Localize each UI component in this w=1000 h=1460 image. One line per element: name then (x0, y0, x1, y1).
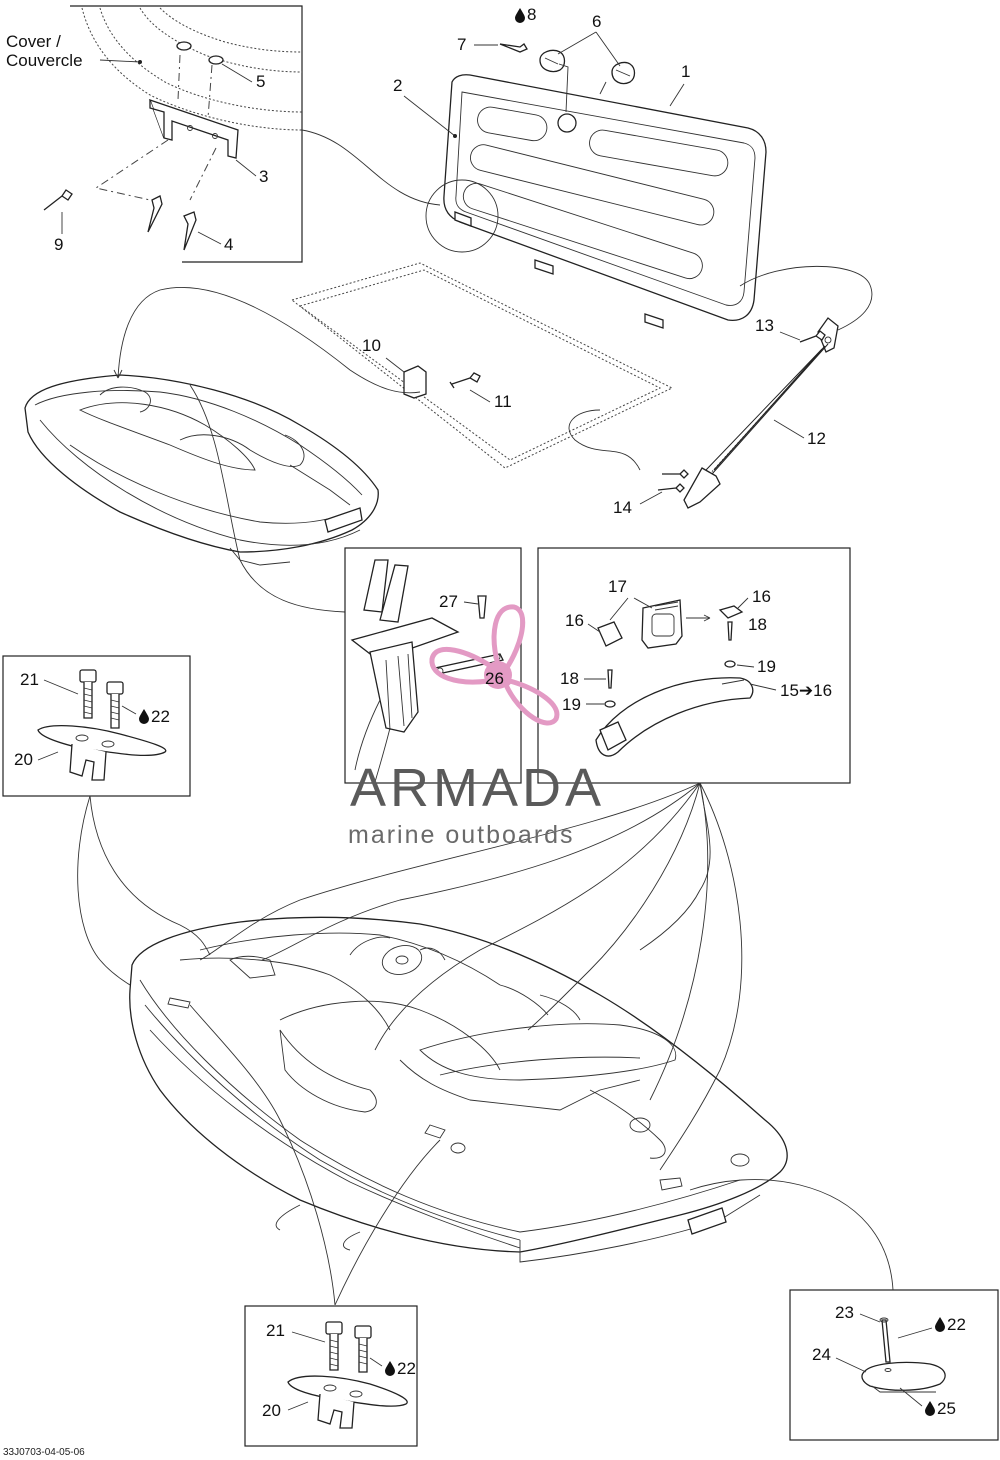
armada-logo-mark (429, 604, 560, 726)
label-part-12: 12 (807, 429, 826, 448)
lid-assembly (425, 74, 767, 329)
label-part-22c: 22 (947, 1315, 966, 1334)
label-part-7: 7 (457, 35, 466, 54)
knob-parts (499, 43, 636, 113)
label-part-20a: 20 (14, 750, 33, 769)
drawing-code: 33J0703-04-05-06 (3, 1447, 85, 1458)
oil-drop-icon (385, 1361, 395, 1376)
leader-lid-to-boat (117, 287, 421, 394)
label-part-1: 1 (681, 62, 690, 81)
latch-parts (403, 365, 481, 399)
label-part-13: 13 (755, 316, 774, 335)
deck-opening-outline (290, 262, 674, 469)
label-part-15: 15➔16 (780, 681, 832, 700)
label-part-25: 25 (937, 1399, 956, 1418)
label-part-23: 23 (835, 1303, 854, 1322)
part-number-labels: Cover / Couvercle 1 2 3 4 5 6 7 8 9 10 1… (6, 5, 966, 1420)
label-part-27: 27 (439, 592, 458, 611)
label-part-2: 2 (393, 76, 402, 95)
label-part-26: 26 (485, 669, 504, 688)
label-part-21b: 21 (266, 1321, 285, 1340)
label-part-4: 4 (224, 235, 233, 254)
oil-drop-icon (139, 709, 149, 724)
leader-inset-to-lid (301, 129, 441, 206)
label-part-19b: 19 (562, 695, 581, 714)
label-part-22a: 22 (151, 707, 170, 726)
deck-arrow (568, 409, 641, 471)
cleat-inset-upper (2, 655, 191, 797)
label-part-6: 6 (592, 12, 601, 31)
handle-inset (537, 547, 851, 784)
label-part-21a: 21 (20, 670, 39, 689)
oil-drop-icon (935, 1317, 945, 1332)
label-part-24: 24 (812, 1345, 831, 1364)
pad-inset (789, 1289, 999, 1441)
label-part-18a: 18 (748, 615, 767, 634)
label-couvercle: Couvercle (6, 51, 83, 70)
label-part-16a: 16 (752, 587, 771, 606)
label-part-19a: 19 (757, 657, 776, 676)
watermark-tagline: marine outboards (348, 821, 575, 849)
label-part-8: 8 (527, 5, 536, 24)
label-part-11: 11 (494, 392, 512, 411)
label-cover: Cover / (6, 32, 61, 51)
watermark-brand: ARMADA (350, 758, 605, 818)
label-part-22b: 22 (397, 1359, 416, 1378)
throttle-inset (344, 547, 522, 784)
oil-drop-icon (515, 8, 525, 23)
large-boat-view (129, 916, 788, 1263)
leader-lines (77, 782, 894, 1306)
label-part-20b: 20 (262, 1401, 281, 1420)
cleat-inset-lower (244, 1305, 418, 1447)
watermark: ARMADA marine outboards (348, 758, 605, 849)
small-boat-view (24, 374, 379, 566)
label-part-10: 10 (362, 336, 381, 355)
label-part-17: 17 (608, 577, 627, 596)
cover-hinge-inset (43, 5, 303, 263)
label-part-18b: 18 (560, 669, 579, 688)
label-part-16b: 16 (565, 611, 584, 630)
label-part-5: 5 (256, 72, 265, 91)
label-part-14: 14 (613, 498, 632, 517)
label-part-3: 3 (259, 167, 268, 186)
label-part-9: 9 (54, 235, 63, 254)
gas-spring (657, 317, 839, 509)
oil-drop-icon (925, 1401, 935, 1416)
